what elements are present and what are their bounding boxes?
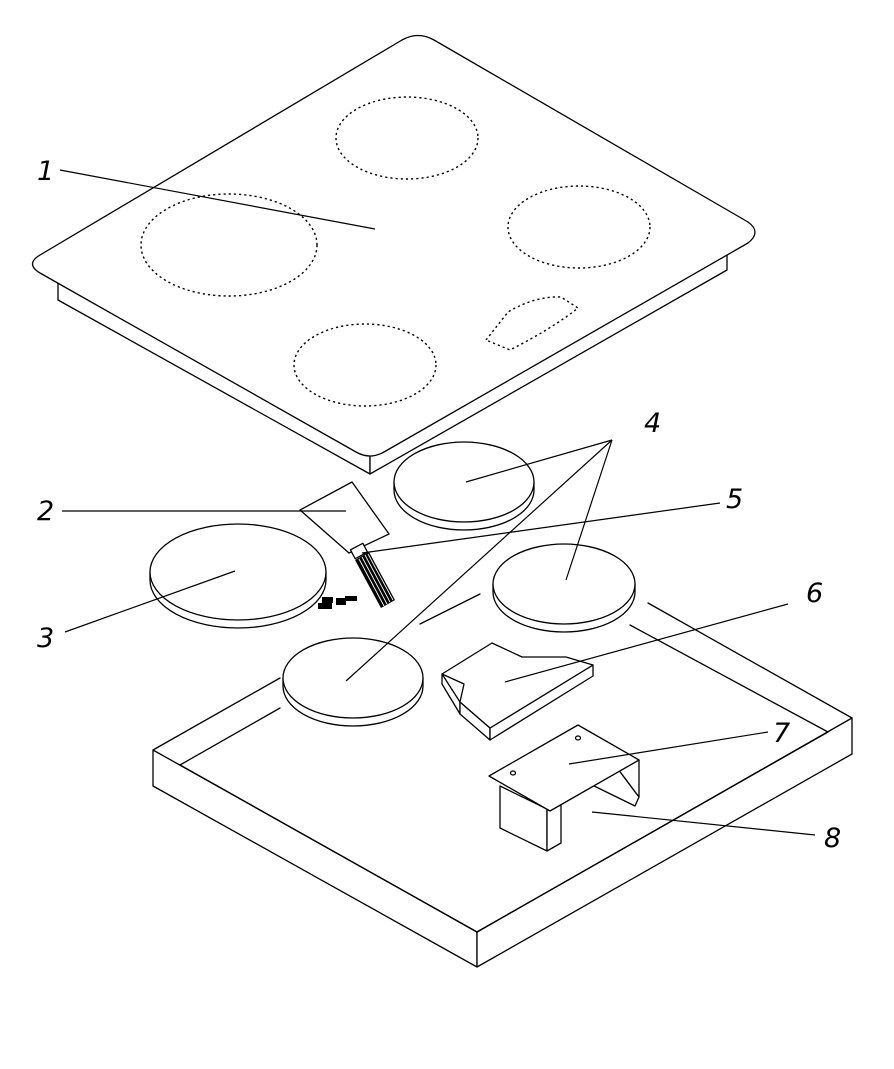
top-plate-surface <box>31 34 756 457</box>
tray-back-segment <box>419 593 481 625</box>
leader-4b <box>565 439 613 581</box>
leader-7 <box>568 731 769 765</box>
leader-4c <box>345 439 613 682</box>
large-element-top <box>149 523 327 621</box>
sensor-ribbon-hatch <box>358 553 394 607</box>
connector-block-2 <box>318 603 332 609</box>
leader-4a <box>465 439 613 483</box>
front-element-top <box>282 637 424 719</box>
leader-3 <box>64 570 236 633</box>
leader-1 <box>59 169 376 230</box>
glass-top-plate <box>31 34 756 475</box>
label-part-4: 4 <box>644 408 661 439</box>
right-element-top <box>492 543 636 625</box>
tray-inner-left <box>179 707 281 766</box>
zone-outline-right <box>507 185 651 269</box>
large-heating-element <box>149 523 327 629</box>
tray-rim-left <box>152 677 281 751</box>
tray-inner-right <box>629 624 829 733</box>
tray-rim-right <box>647 602 853 719</box>
back-element-top <box>393 441 535 523</box>
zone-outline-front <box>293 323 437 407</box>
label-part-6: 6 <box>806 578 823 609</box>
heating-element-front <box>282 637 424 727</box>
sensor-connector <box>349 542 369 560</box>
heating-element-back <box>393 441 535 531</box>
housing-tray <box>152 593 853 968</box>
control-board <box>299 481 390 554</box>
connector-block-1 <box>322 597 333 603</box>
sensor-ribbon <box>318 552 395 609</box>
part-labels: 1 2 3 4 5 6 7 8 <box>37 156 841 854</box>
connector-block-3 <box>336 598 346 605</box>
tray-front-left-wall <box>152 749 478 968</box>
label-part-7: 7 <box>773 718 790 749</box>
leader-lines <box>59 169 816 836</box>
label-part-2: 2 <box>37 496 54 527</box>
zone-outline-back <box>335 96 479 180</box>
label-part-8: 8 <box>824 823 841 854</box>
heating-element-right <box>492 543 636 633</box>
mounting-bracket <box>488 724 640 852</box>
label-part-1: 1 <box>37 156 54 187</box>
plate-top <box>441 642 594 729</box>
insulating-plate <box>441 642 594 741</box>
label-part-5: 5 <box>726 484 743 515</box>
bracket-hole-2 <box>574 735 582 741</box>
control-panel-board <box>299 481 390 560</box>
leader-6 <box>504 603 789 683</box>
bracket-top <box>488 724 640 812</box>
bracket-hole-1 <box>509 770 517 776</box>
sensor-ribbon-strip <box>355 552 395 608</box>
leader-8 <box>591 811 816 836</box>
zone-outline-left <box>140 193 318 297</box>
tray-inner-rim <box>179 731 829 933</box>
leader-5 <box>361 502 721 554</box>
label-part-3: 3 <box>37 623 54 654</box>
connector-block-4 <box>345 596 357 601</box>
